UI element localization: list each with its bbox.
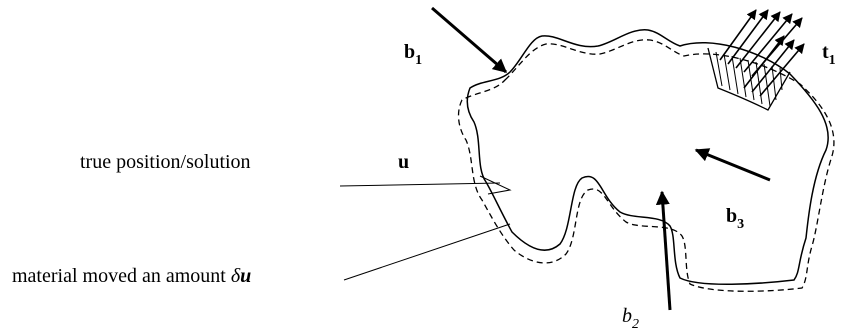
leader-moved — [343, 223, 511, 281]
label-moved-amount: material moved an amount δu — [12, 265, 251, 287]
traction-arrow — [719, 9, 757, 61]
leader-true-position-tip — [479, 175, 512, 195]
traction-patch — [707, 47, 791, 111]
traction-arrow — [743, 13, 793, 73]
label-t1: t1 — [822, 41, 836, 68]
traction-arrow — [759, 43, 805, 97]
arrow-b1 — [431, 6, 508, 74]
arrow-b3 — [694, 148, 771, 182]
leader-true-position — [339, 182, 501, 187]
label-u: u — [398, 151, 409, 173]
label-b3: b3 — [726, 205, 744, 232]
traction-arrow — [735, 11, 781, 69]
traction-hatching — [715, 51, 783, 107]
label-true-position: true position/solution — [80, 151, 251, 173]
true-body-outline — [466, 29, 829, 286]
traction-arrow — [727, 9, 769, 65]
moved-body-outline — [457, 39, 835, 292]
traction-arrow — [743, 35, 785, 89]
label-b1: b1 — [404, 41, 422, 68]
label-b2: b2 — [622, 305, 639, 332]
arrow-b2 — [655, 190, 672, 311]
traction-arrows — [719, 9, 805, 97]
traction-arrow — [751, 39, 795, 93]
